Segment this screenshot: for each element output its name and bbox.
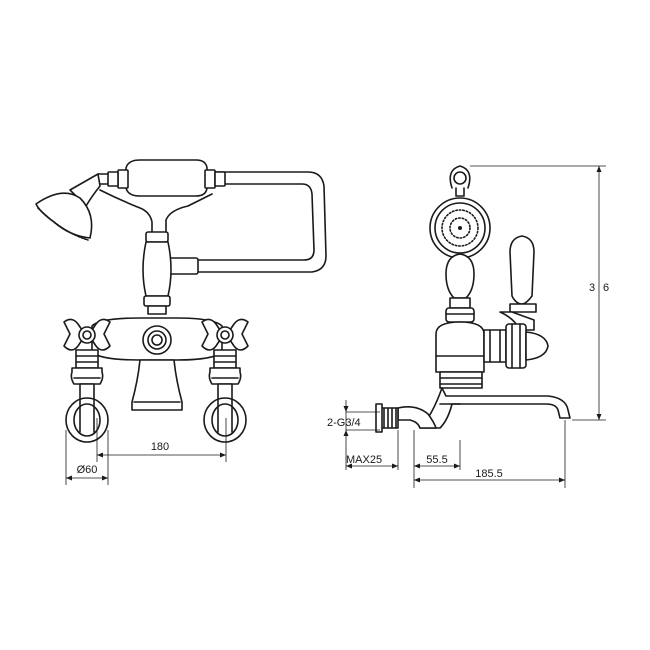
hose-hook	[449, 165, 471, 197]
shower-head-side	[429, 197, 491, 259]
front-view	[35, 159, 327, 443]
spout-reach-label: 185.5	[475, 468, 503, 480]
side-view	[375, 165, 571, 433]
tap-handle-side	[499, 235, 537, 331]
right-crosshead-handle	[201, 318, 249, 369]
handset	[97, 159, 226, 235]
thread-label: 2-G3/4	[327, 417, 361, 429]
front-dimensions: 180 Ø60	[65, 418, 227, 485]
side-dimensions: 3 6 2-G3/4 MAX25 55.5 185.5	[327, 165, 609, 488]
max-projection-label: MAX25	[346, 454, 382, 466]
shower-hose	[167, 171, 327, 275]
spout-side	[419, 387, 571, 429]
right-leg	[203, 367, 247, 443]
height-label: 3	[589, 282, 595, 294]
mixer-body	[91, 317, 223, 411]
wall-inlet	[375, 403, 437, 433]
center-distance-label: 180	[151, 441, 169, 453]
left-crosshead-handle	[63, 318, 111, 369]
left-leg	[65, 367, 109, 443]
height-suffix-label: 6	[603, 282, 609, 294]
inlet-offset-label: 55.5	[426, 454, 447, 466]
diverter-lever	[142, 231, 172, 315]
wall-plate-diameter-label: Ø60	[77, 464, 98, 476]
body-column	[435, 321, 549, 389]
diverter-handle-side	[445, 253, 475, 323]
shower-head-front	[35, 173, 101, 241]
